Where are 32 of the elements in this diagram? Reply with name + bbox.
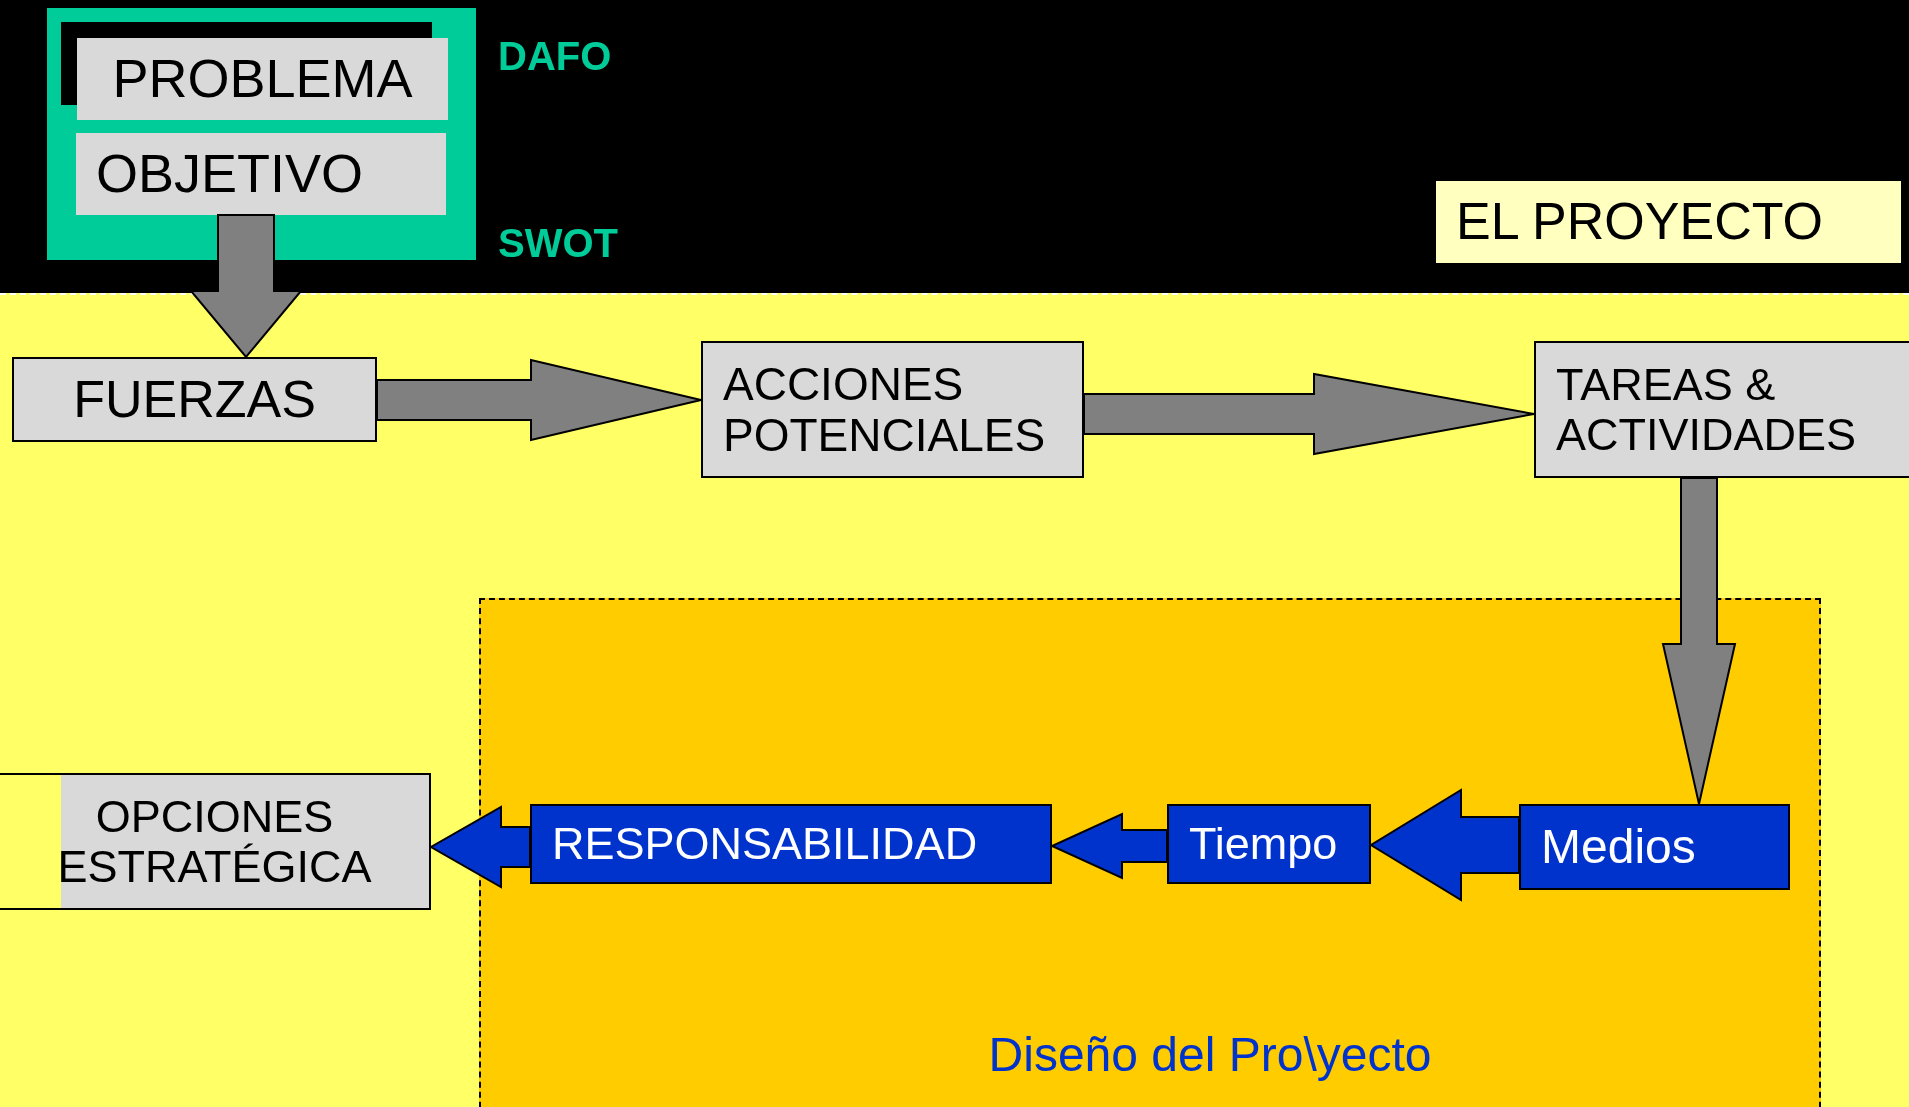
dashed-region <box>479 598 1821 1107</box>
group-frame <box>47 8 476 260</box>
node-label: ACCIONES POTENCIALES <box>723 358 1047 461</box>
block-arrow <box>429 805 531 889</box>
process-box <box>77 38 448 120</box>
block-arrow <box>1083 372 1535 456</box>
block-arrow <box>1661 477 1737 805</box>
node-label: OBJETIVO <box>96 144 364 204</box>
process-box <box>530 804 1052 884</box>
node-label: Tiempo <box>1189 819 1338 869</box>
block-arrow <box>188 214 304 359</box>
process-box <box>701 341 1084 478</box>
node-label: FUERZAS <box>73 370 316 429</box>
node-label: PROBLEMA <box>112 49 413 109</box>
process-box <box>0 773 431 910</box>
node-label: Medios <box>1541 820 1696 874</box>
process-box <box>12 357 377 442</box>
side-label: DAFO <box>498 34 612 79</box>
process-box <box>76 133 446 215</box>
node-label: OPCIONES ESTRATÉGICA <box>56 792 373 891</box>
block-arrow <box>1369 788 1520 902</box>
node-label: TAREAS & ACTIVIDADES <box>1556 360 1858 459</box>
process-box <box>1534 341 1909 478</box>
title-box <box>1436 181 1901 263</box>
process-box <box>1167 804 1371 884</box>
process-box <box>1519 804 1790 890</box>
block-arrow <box>1049 812 1168 880</box>
node-label: RESPONSABILIDAD <box>552 819 978 869</box>
node-label: Diseño del Pro\yecto <box>987 1029 1432 1082</box>
side-label: SWOT <box>498 221 618 266</box>
node-label: EL PROYECTO <box>1456 193 1823 251</box>
block-arrow <box>376 358 702 442</box>
